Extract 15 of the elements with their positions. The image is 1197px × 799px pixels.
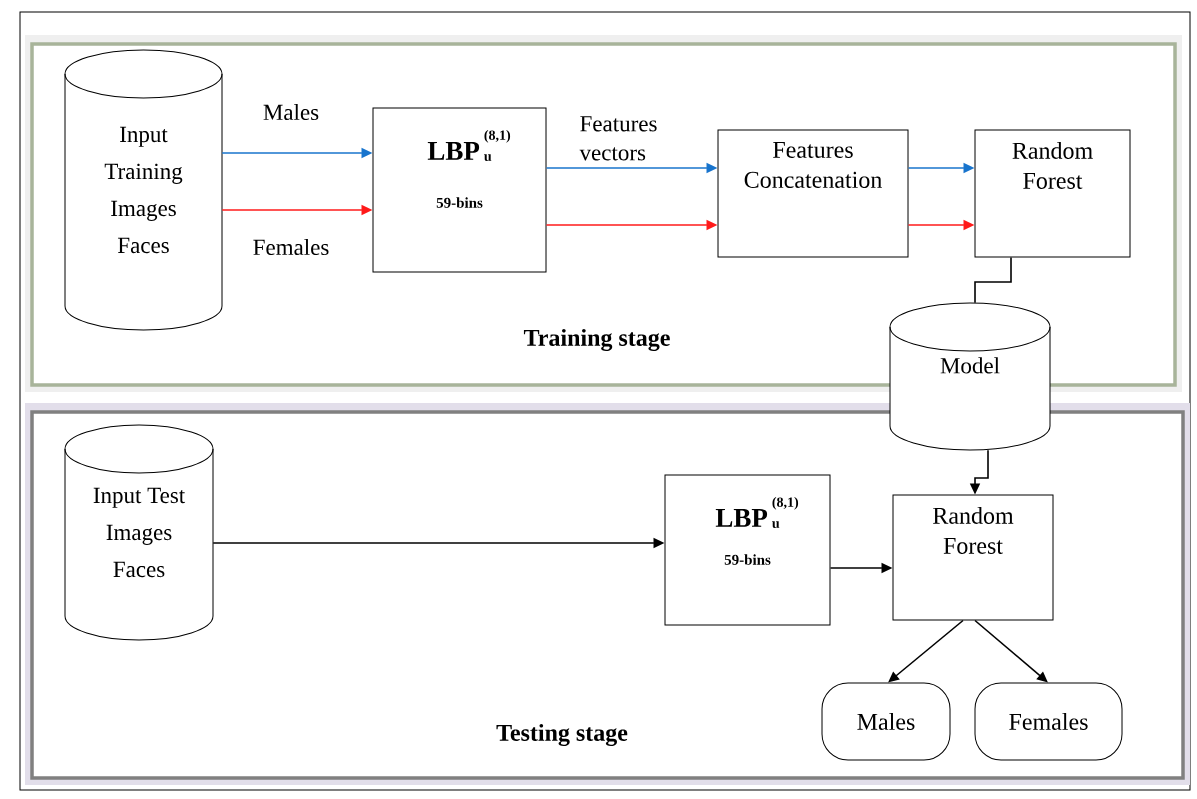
- process-box: Random Forest: [974, 129, 1131, 258]
- database-cylinder: Model: [889, 302, 1051, 451]
- process-box: LBP (8,1) u 59-bins: [372, 107, 547, 273]
- arrow: [888, 619, 964, 683]
- arrow: [974, 619, 1048, 683]
- edge-label: Females: [253, 238, 329, 256]
- output-terminal: Females: [974, 682, 1123, 761]
- edge-label: Males: [263, 103, 319, 121]
- database-cylinder: Input Training Images Faces: [64, 49, 223, 331]
- process-box: Features Concatenation: [717, 129, 909, 258]
- process-box: LBP (8,1) u 59-bins: [664, 474, 831, 626]
- edge-label: Features vectors: [579, 116, 657, 161]
- database-cylinder: Input Test Images Faces: [64, 424, 214, 641]
- output-terminal: Males: [821, 682, 951, 761]
- process-box: Random Forest: [892, 494, 1054, 621]
